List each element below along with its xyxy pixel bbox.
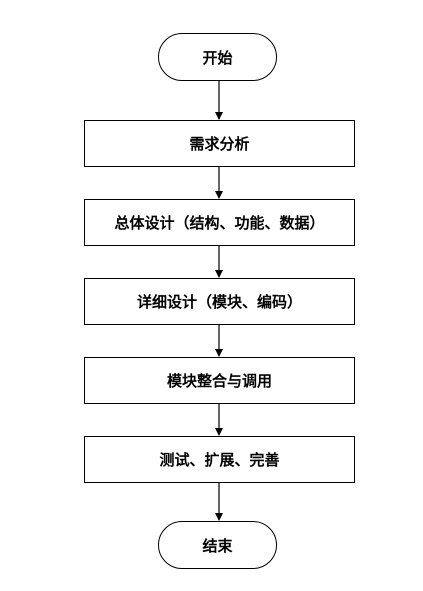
process-box-module-integration: 模块整合与调用 — [84, 357, 355, 404]
process-box-detailed-design: 详细设计（模块、编码） — [84, 278, 355, 325]
process-box-testing: 测试、扩展、完善 — [84, 436, 355, 483]
start-terminal: 开始 — [158, 33, 277, 81]
process-label: 测试、扩展、完善 — [159, 451, 280, 469]
end-label: 结束 — [202, 536, 233, 555]
process-label: 需求分析 — [189, 135, 250, 153]
end-terminal: 结束 — [158, 521, 277, 569]
process-label: 总体设计（结构、功能、数据） — [114, 214, 325, 232]
process-box-overall-design: 总体设计（结构、功能、数据） — [84, 199, 355, 246]
process-box-requirements-analysis: 需求分析 — [84, 120, 355, 167]
process-label: 详细设计（模块、编码） — [136, 293, 302, 311]
start-label: 开始 — [202, 48, 233, 67]
process-label: 模块整合与调用 — [166, 372, 272, 390]
